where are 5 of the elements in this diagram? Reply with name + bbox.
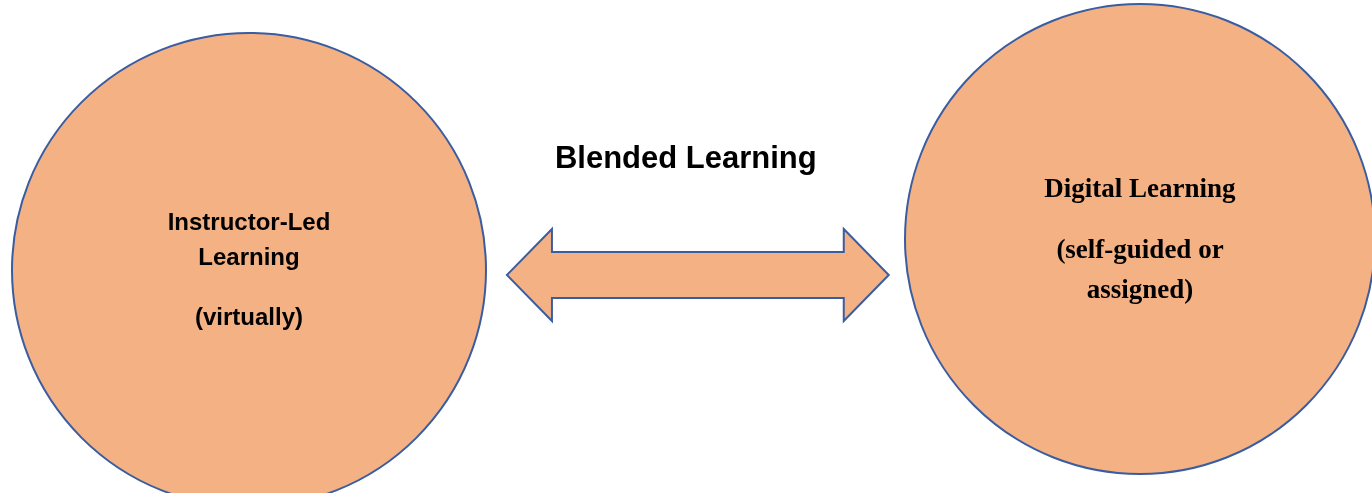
node-subtitle: (self-guided or assigned) — [1055, 233, 1225, 306]
node-title: Digital Learning — [1044, 172, 1236, 206]
node-title: Instructor-Led Learning — [166, 206, 332, 272]
node-subtitle: (virtually) — [195, 302, 303, 333]
double-block-arrow — [505, 226, 891, 324]
